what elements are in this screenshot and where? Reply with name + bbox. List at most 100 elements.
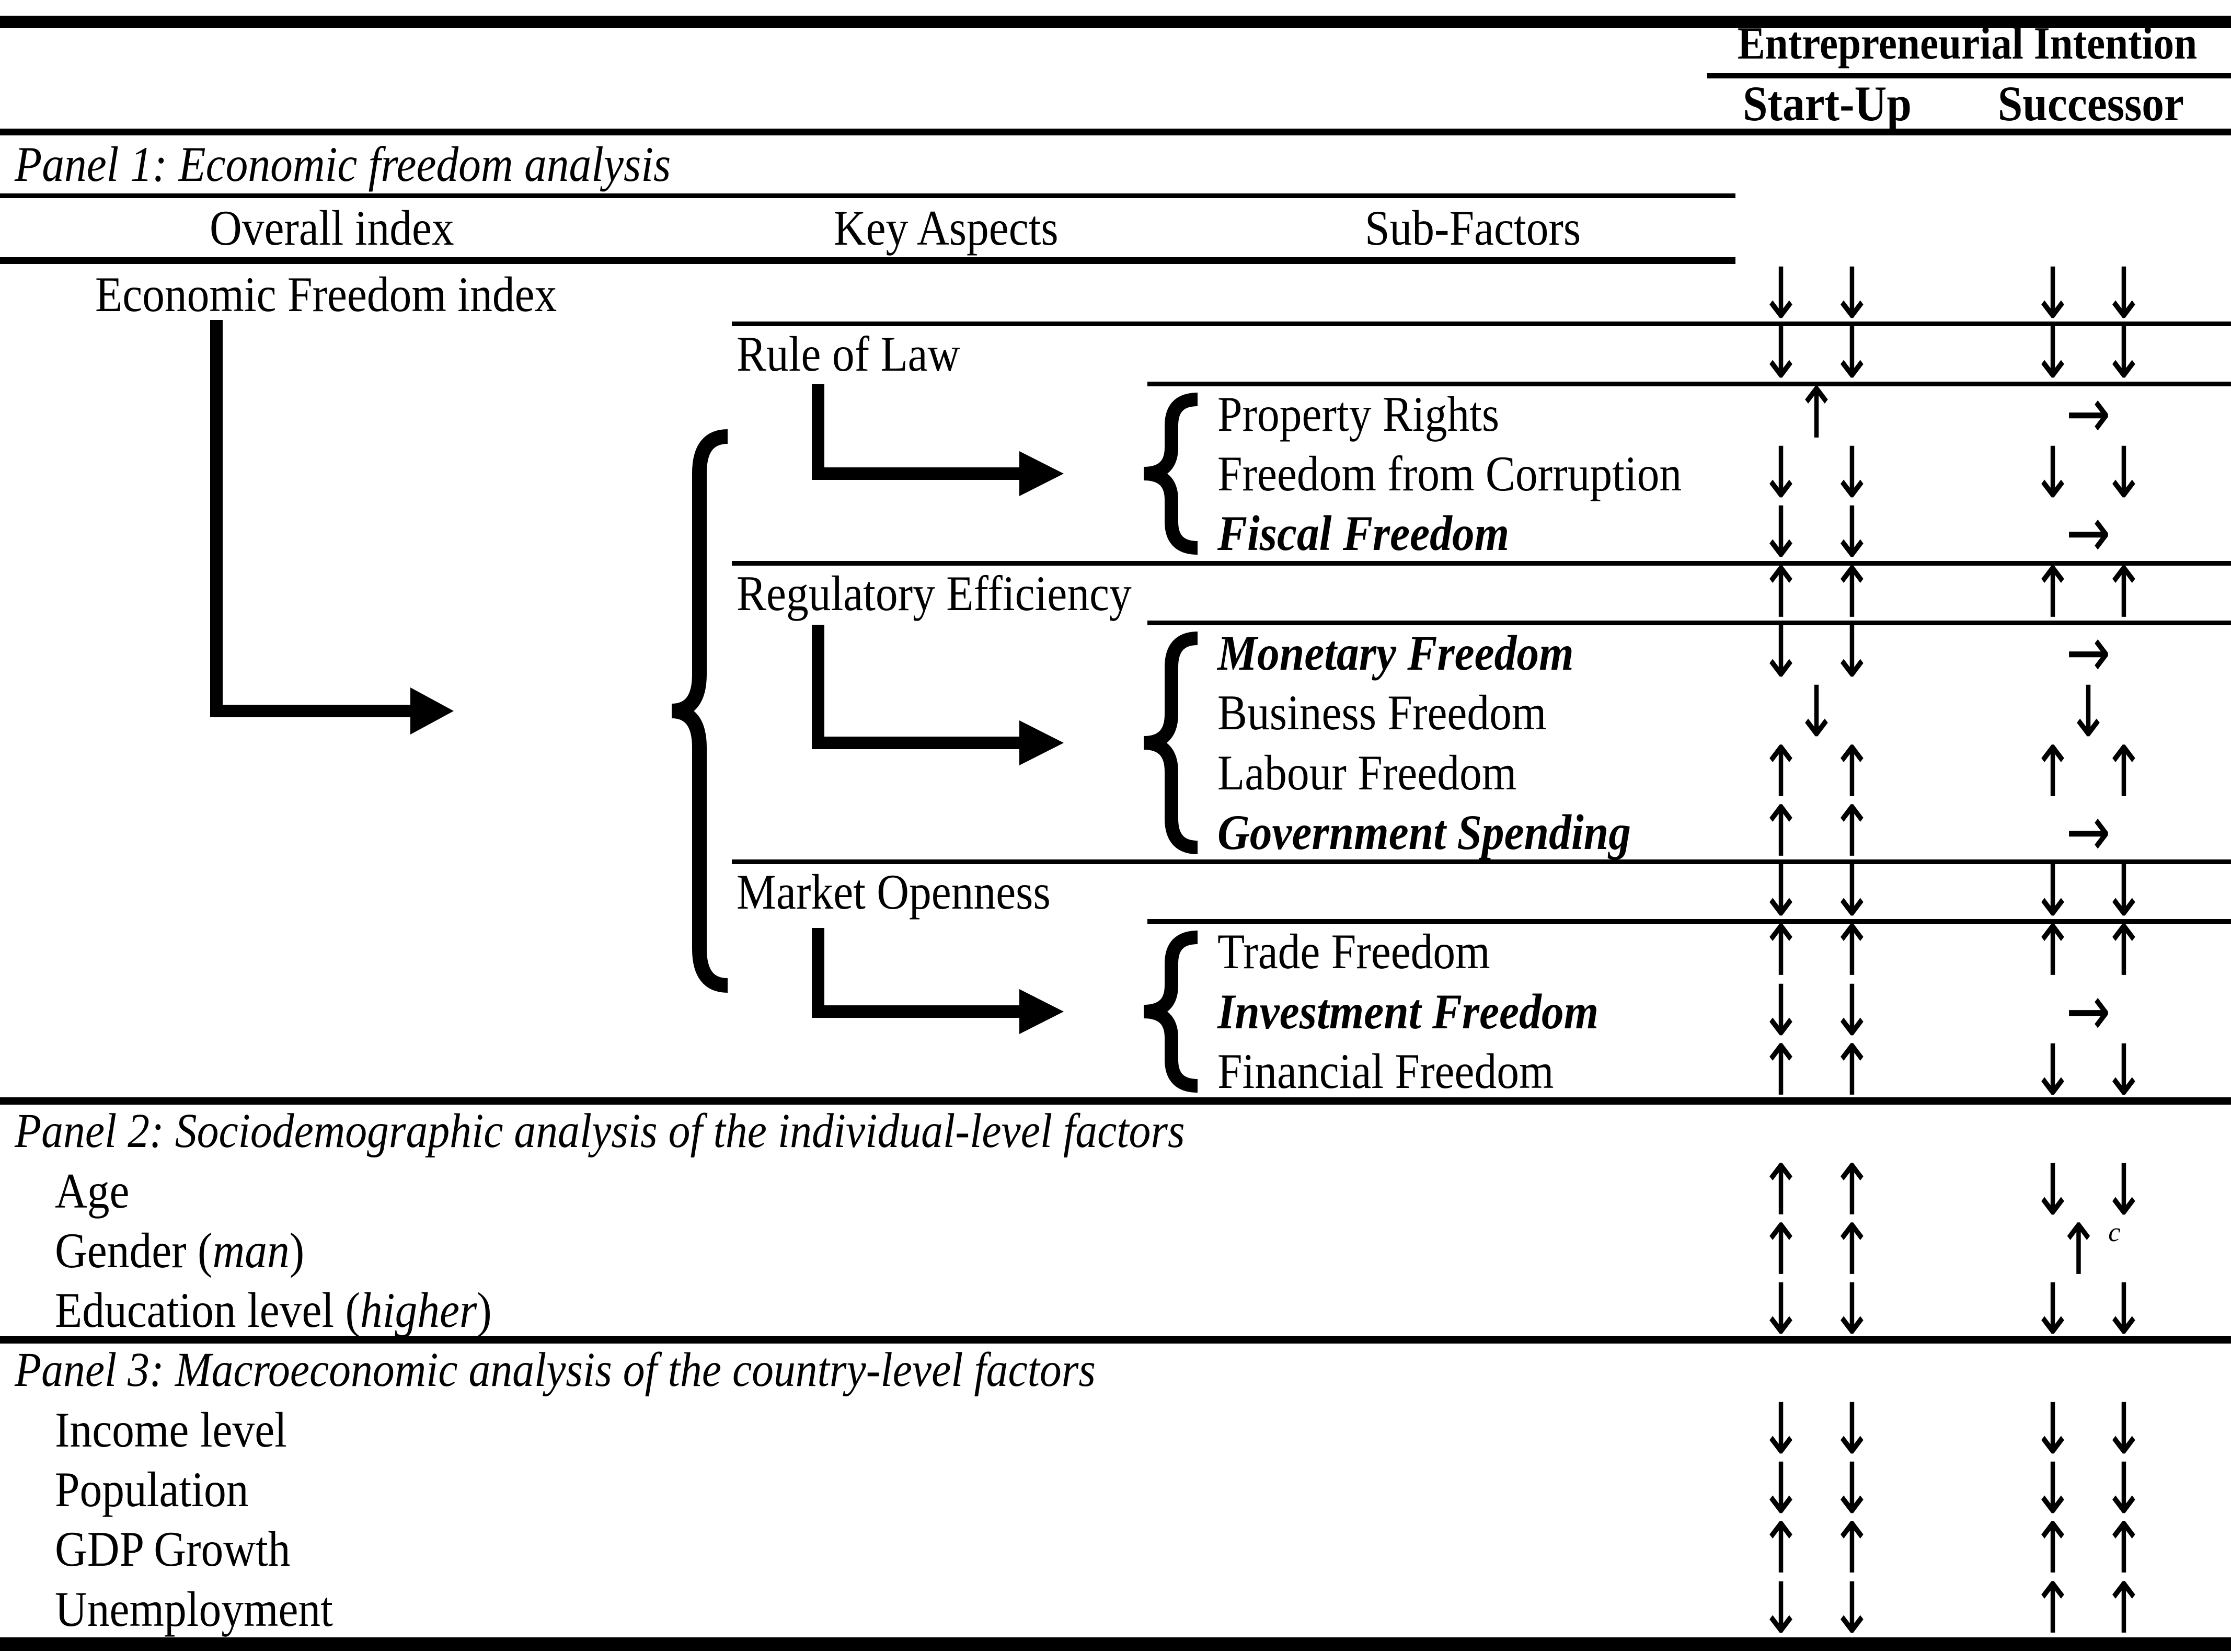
table-row-labour-freedom: Labour Freedom ↑ ↑ ↑ ↑ <box>0 737 2231 808</box>
table-row-freedom-from-corruption: Freedom from Corruption ↓ ↓ ↓ ↓ <box>0 438 2231 509</box>
rule-of-law-arrowhead-icon <box>1019 451 1064 496</box>
table-row-business-freedom: Business Freedom ↓ ↓ <box>0 677 2231 748</box>
successor-arrows: ↓ ↓ <box>2030 1029 2146 1112</box>
column-header-sub-factors: Sub-Factors <box>1365 200 1581 256</box>
table-row-regulatory-efficiency: Regulatory Efficiency ↑ ↑ ↑ ↑ <box>0 558 2231 628</box>
economic-freedom-arrowhead-icon <box>410 687 454 735</box>
startup-arrows: ↓ ↓ <box>1758 1268 1874 1351</box>
entrepreneurial-intention-title: Entrepreneurial Intention <box>1738 18 2198 69</box>
rule-under-market-openness-row <box>1147 919 2231 924</box>
rule-table-top <box>0 16 2231 28</box>
startup-arrows: ↑ ↑ <box>1758 790 1874 873</box>
column-header-successor: Successor <box>1997 75 2184 131</box>
rule-under-economic-freedom-row <box>732 322 2231 326</box>
label-property-rights: Property Rights <box>1217 386 1500 442</box>
label-age: Age <box>55 1163 130 1219</box>
startup-arrows: ↑ ↑ <box>1758 731 1874 813</box>
successor-arrows: → <box>2066 491 2111 574</box>
rule-under-rule-of-law-row <box>1147 382 2231 386</box>
startup-arrows: ↓ ↓ <box>1758 850 1874 933</box>
successor-arrows: ↑ ↑ <box>2030 552 2146 634</box>
market-openness-subfactors-brace <box>1143 931 1198 1093</box>
label-market-openness: Market Openness <box>737 864 1051 920</box>
table-row-gdp-growth: GDP Growth ↑ ↑ ↑ ↑ <box>0 1513 2231 1584</box>
rule-under-panel1-title <box>0 193 1735 198</box>
startup-arrows: ↓ <box>1794 671 1839 753</box>
successor-arrows: → <box>2066 970 2111 1052</box>
successor-arrows: ↑ <box>2056 1209 2101 1291</box>
column-header-key-aspects: Key Aspects <box>834 200 1059 256</box>
startup-arrows: ↓ ↓ <box>1758 1448 1874 1530</box>
table-row-market-openness: Market Openness ↓ ↓ ↓ ↓ <box>0 856 2231 927</box>
regulatory-efficiency-subfactors-brace <box>1143 632 1198 854</box>
successor-arrows: ↑ ↑ <box>2030 1507 2146 1590</box>
label-gdp-growth: GDP Growth <box>55 1521 291 1577</box>
label-rule-of-law: Rule of Law <box>737 326 960 382</box>
table-row-fiscal-freedom: Fiscal Freedom ↓ ↓ → <box>0 498 2231 568</box>
startup-arrows: ↓ ↓ <box>1758 432 1874 514</box>
startup-arrows: ↑ <box>1794 372 1839 455</box>
column-header-overall-index: Overall index <box>210 200 454 256</box>
rule-of-law-branch-line <box>812 384 1019 480</box>
label-regulatory-efficiency: Regulatory Efficiency <box>737 565 1132 621</box>
label-economic-freedom-index: Economic Freedom index <box>95 266 557 322</box>
market-openness-branch-line <box>812 928 1019 1018</box>
label-education-level: Education level (higher) <box>55 1282 492 1338</box>
label-freedom-from-corruption: Freedom from Corruption <box>1217 445 1682 501</box>
successor-arrows: ↓ ↓ <box>2030 1149 2146 1232</box>
key-aspects-brace <box>671 429 728 993</box>
successor-arrows: → <box>2066 611 2111 694</box>
table-row-financial-freedom: Financial Freedom ↑ ↑ ↓ ↓ <box>0 1036 2231 1106</box>
successor-arrows: ↓ ↓ <box>2030 1268 2146 1351</box>
regulatory-efficiency-arrowhead-icon <box>1019 720 1064 765</box>
table-row-income-level: Income level ↓ ↓ ↓ ↓ <box>0 1394 2231 1465</box>
startup-arrows: ↑ ↑ <box>1758 910 1874 992</box>
rule-of-law-subfactors-brace <box>1143 393 1198 555</box>
rule-under-entrepreneurial-intention <box>1707 73 2231 78</box>
label-monetary-freedom: Monetary Freedom <box>1217 625 1574 681</box>
significance-note: c <box>2108 1218 2121 1247</box>
startup-arrows: ↓ ↓ <box>1758 1388 1874 1471</box>
rule-above-panel2 <box>0 1097 2231 1105</box>
successor-arrows: ↓ ↓ <box>2030 312 2146 395</box>
label-unemployment: Unemployment <box>55 1581 333 1637</box>
startup-arrows: ↓ ↓ <box>1758 312 1874 395</box>
label-gender: Gender (man) <box>55 1222 305 1278</box>
startup-arrows: ↓ ↓ <box>1758 611 1874 694</box>
successor-arrows: ↓ ↓ <box>2030 432 2146 514</box>
rule-under-regulatory-efficiency-row <box>1147 621 2231 625</box>
startup-arrows: ↓ ↓ <box>1758 491 1874 574</box>
rule-above-panel3 <box>0 1336 2231 1344</box>
table-row-rule-of-law: Rule of Law ↓ ↓ ↓ ↓ <box>0 318 2231 389</box>
startup-arrows: ↑ ↑ <box>1758 552 1874 634</box>
table-row-education-level: Education level (higher) ↓ ↓ ↓ ↓ <box>0 1275 2231 1345</box>
label-business-freedom: Business Freedom <box>1217 684 1547 740</box>
table-row-investment-freedom: Investment Freedom ↓ ↓ → <box>0 976 2231 1047</box>
successor-arrows: ↑ ↑ <box>2030 1567 2146 1650</box>
label-trade-freedom: Trade Freedom <box>1217 923 1490 979</box>
rule-above-regulatory-efficiency-row <box>732 561 2231 566</box>
table-row-economic-freedom-index: Economic Freedom index ↓ ↓ ↓ ↓ <box>0 259 2231 329</box>
startup-arrows: ↓ ↓ <box>1758 253 1874 335</box>
table-row-population: Population ↓ ↓ ↓ ↓ <box>0 1454 2231 1524</box>
startup-arrows: ↑ ↑ <box>1758 1507 1874 1590</box>
table-row-government-spending: Government Spending ↑ ↑ → <box>0 797 2231 867</box>
table-row-unemployment: Unemployment ↓ ↓ ↑ ↑ <box>0 1574 2231 1644</box>
label-income-level: Income level <box>55 1402 287 1458</box>
startup-arrows: ↑ ↑ <box>1758 1149 1874 1232</box>
rule-under-column-group-header <box>0 129 2231 135</box>
table-row-trade-freedom: Trade Freedom ↑ ↑ ↑ ↑ <box>0 916 2231 986</box>
label-investment-freedom: Investment Freedom <box>1217 983 1599 1039</box>
successor-arrows: ↓ ↓ <box>2030 1388 2146 1471</box>
label-government-spending: Government Spending <box>1217 804 1631 860</box>
successor-arrows: ↓ ↓ <box>2030 1448 2146 1530</box>
panel3-title-row: Panel 3: Macroeconomic analysis of the c… <box>0 1340 2231 1399</box>
regulatory-efficiency-branch-line <box>812 625 1019 749</box>
rule-under-panel1-headers <box>0 257 1735 264</box>
label-population: Population <box>55 1461 249 1517</box>
panel2-title: Panel 2: Sociodemographic analysis of th… <box>15 1104 1185 1158</box>
rule-above-market-openness-row <box>732 859 2231 864</box>
startup-arrows: ↓ ↓ <box>1758 970 1874 1052</box>
